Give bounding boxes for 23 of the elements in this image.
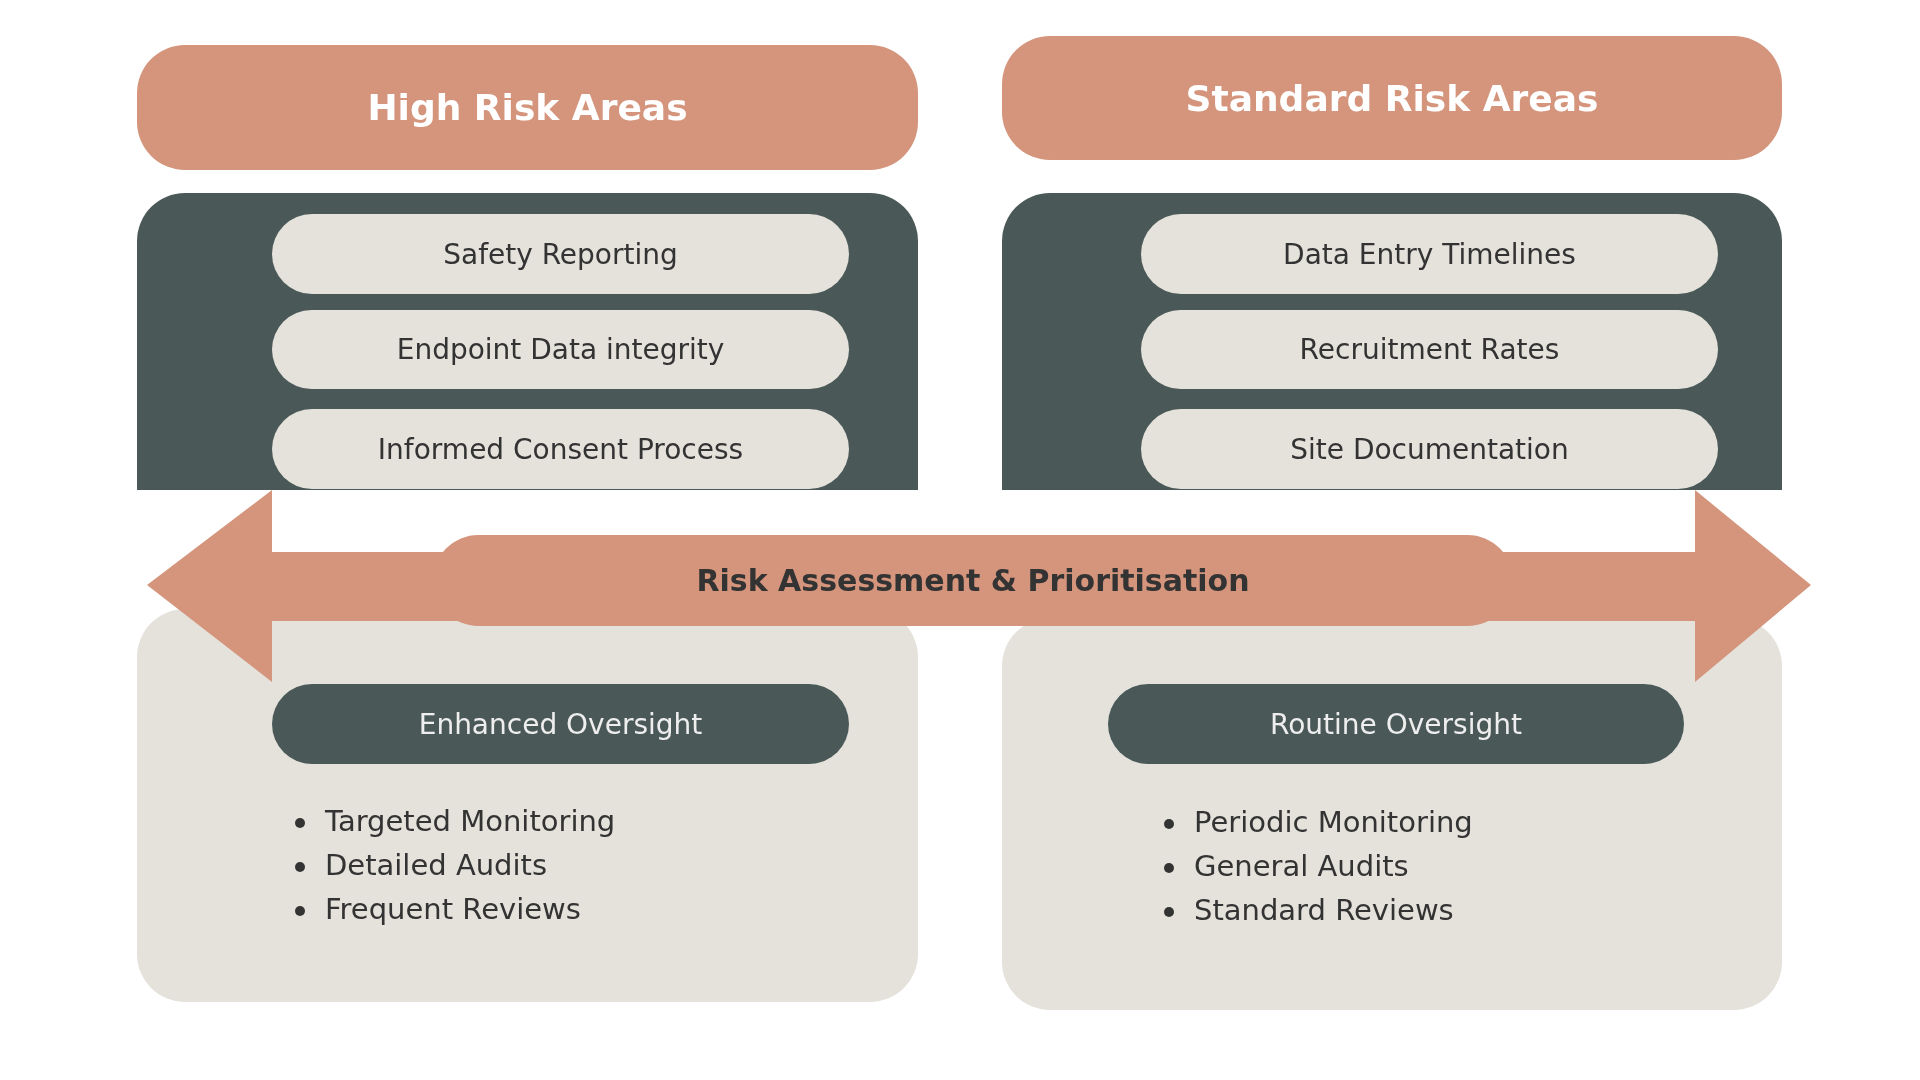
label-text: Endpoint Data integrity [396,333,725,366]
bullet-text: General Audits [1194,849,1409,883]
panel-background [1002,193,1782,490]
label-text: Routine Oversight [1270,707,1522,741]
label-text: Recruitment Rates [1299,333,1560,366]
label-text: Safety Reporting [443,237,678,271]
panel-background [1002,618,1782,1010]
label-text: Enhanced Oversight [418,707,703,741]
panel-background [137,193,918,490]
bullet-text: Detailed Audits [325,848,548,882]
label-text: Informed Consent Process [377,432,744,466]
bullet-text: Targeted Monitoring [325,804,616,838]
label-text: Standard Risk Areas [1185,77,1599,119]
label-text: Site Documentation [1290,432,1569,466]
panel-background [137,609,918,1002]
bullet-text: Standard Reviews [1194,893,1454,927]
label-text: Risk Assessment & Prioritisation [696,563,1250,598]
bullet-text: Frequent Reviews [325,892,581,926]
bullet-text: Periodic Monitoring [1194,805,1473,839]
label-text: Data Entry Timelines [1283,237,1576,271]
section-header [137,45,918,170]
label-text: High Risk Areas [367,87,688,128]
section-header [1002,36,1782,160]
